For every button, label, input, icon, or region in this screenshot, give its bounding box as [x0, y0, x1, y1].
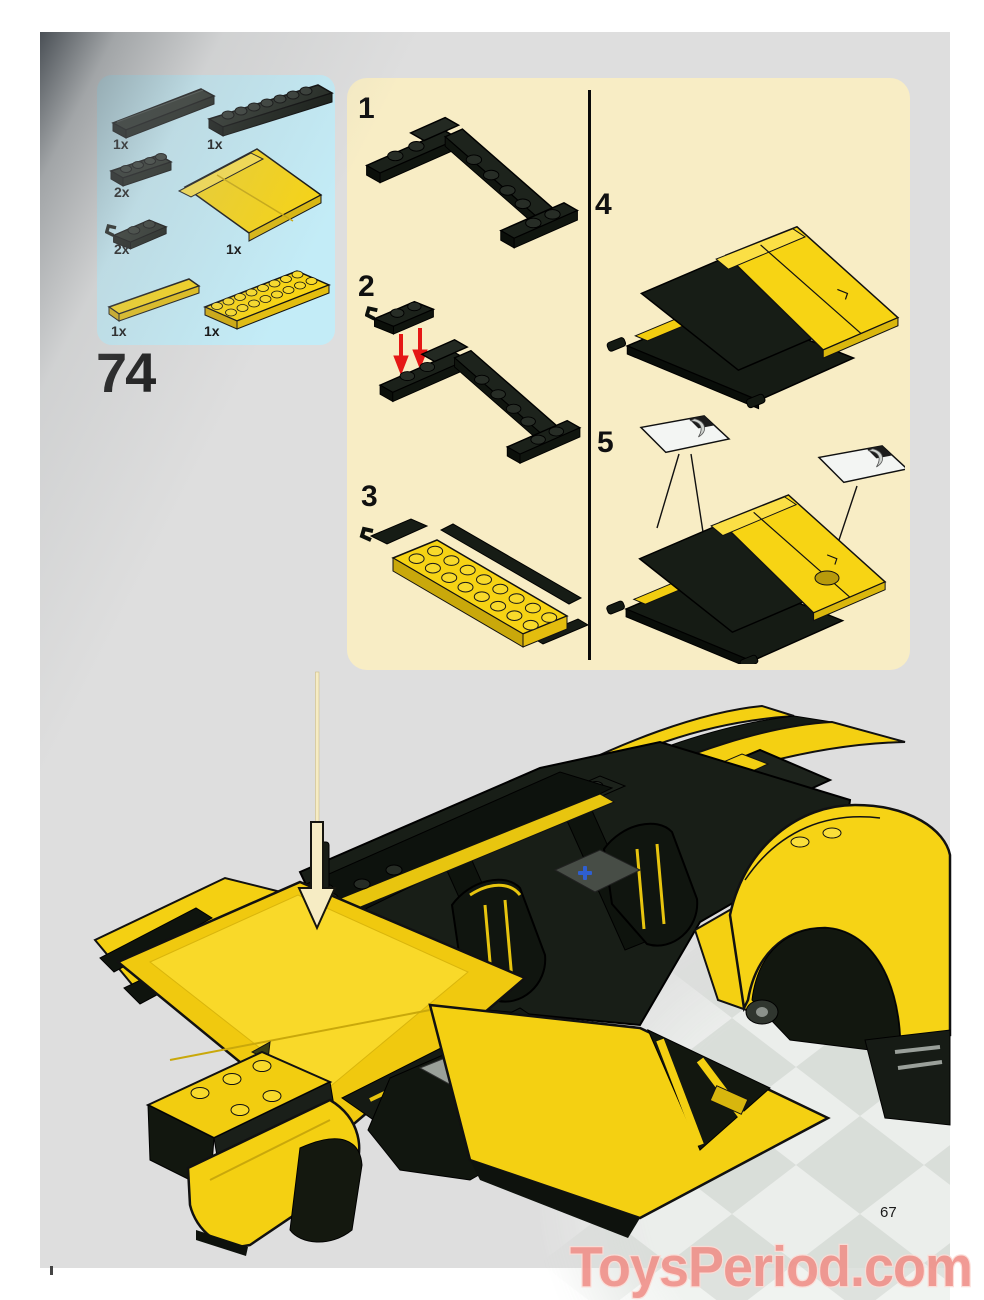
sticker-sheet: [640, 415, 730, 454]
substep-4-illustration: [605, 226, 899, 410]
part-black-plate-1x8: [207, 84, 334, 137]
part-yellow-tile-1x6: [107, 278, 201, 322]
page-number: 67: [880, 1204, 897, 1221]
instruction-page: 1x 1x 2x 2x 1x 1x 1x 74 1 2 3 4 5: [40, 32, 950, 1300]
part-yellow-hood-slope: [177, 148, 323, 242]
checkered-flag-pattern: [540, 920, 950, 1300]
part-qty: 1x: [111, 323, 127, 339]
sticker-sheet: [818, 445, 905, 484]
substep-1-illustration: [365, 116, 579, 249]
part-qty: 1x: [204, 323, 220, 339]
substep-5-illustration: [605, 415, 905, 664]
substep-3-illustration: [359, 518, 588, 648]
scan-edge-mark: [50, 1266, 53, 1275]
part-qty: 1x: [113, 136, 129, 152]
parts-illustrations: [105, 84, 334, 330]
part-black-tile-1x8: [111, 88, 216, 139]
part-qty: 1x: [226, 241, 242, 257]
substeps-panel: 1 2 3 4 5: [347, 78, 910, 670]
step-number: 74: [96, 341, 156, 404]
part-qty: 1x: [207, 136, 223, 152]
part-qty: 2x: [114, 241, 130, 257]
part-qty: 2x: [114, 184, 130, 200]
part-yellow-plate-2x8: [203, 270, 331, 330]
substep-2-illustration: [365, 299, 581, 464]
part-black-plate-1x4: [109, 153, 173, 187]
parts-callout-box: 1x 1x 2x 2x 1x 1x 1x: [97, 75, 335, 345]
